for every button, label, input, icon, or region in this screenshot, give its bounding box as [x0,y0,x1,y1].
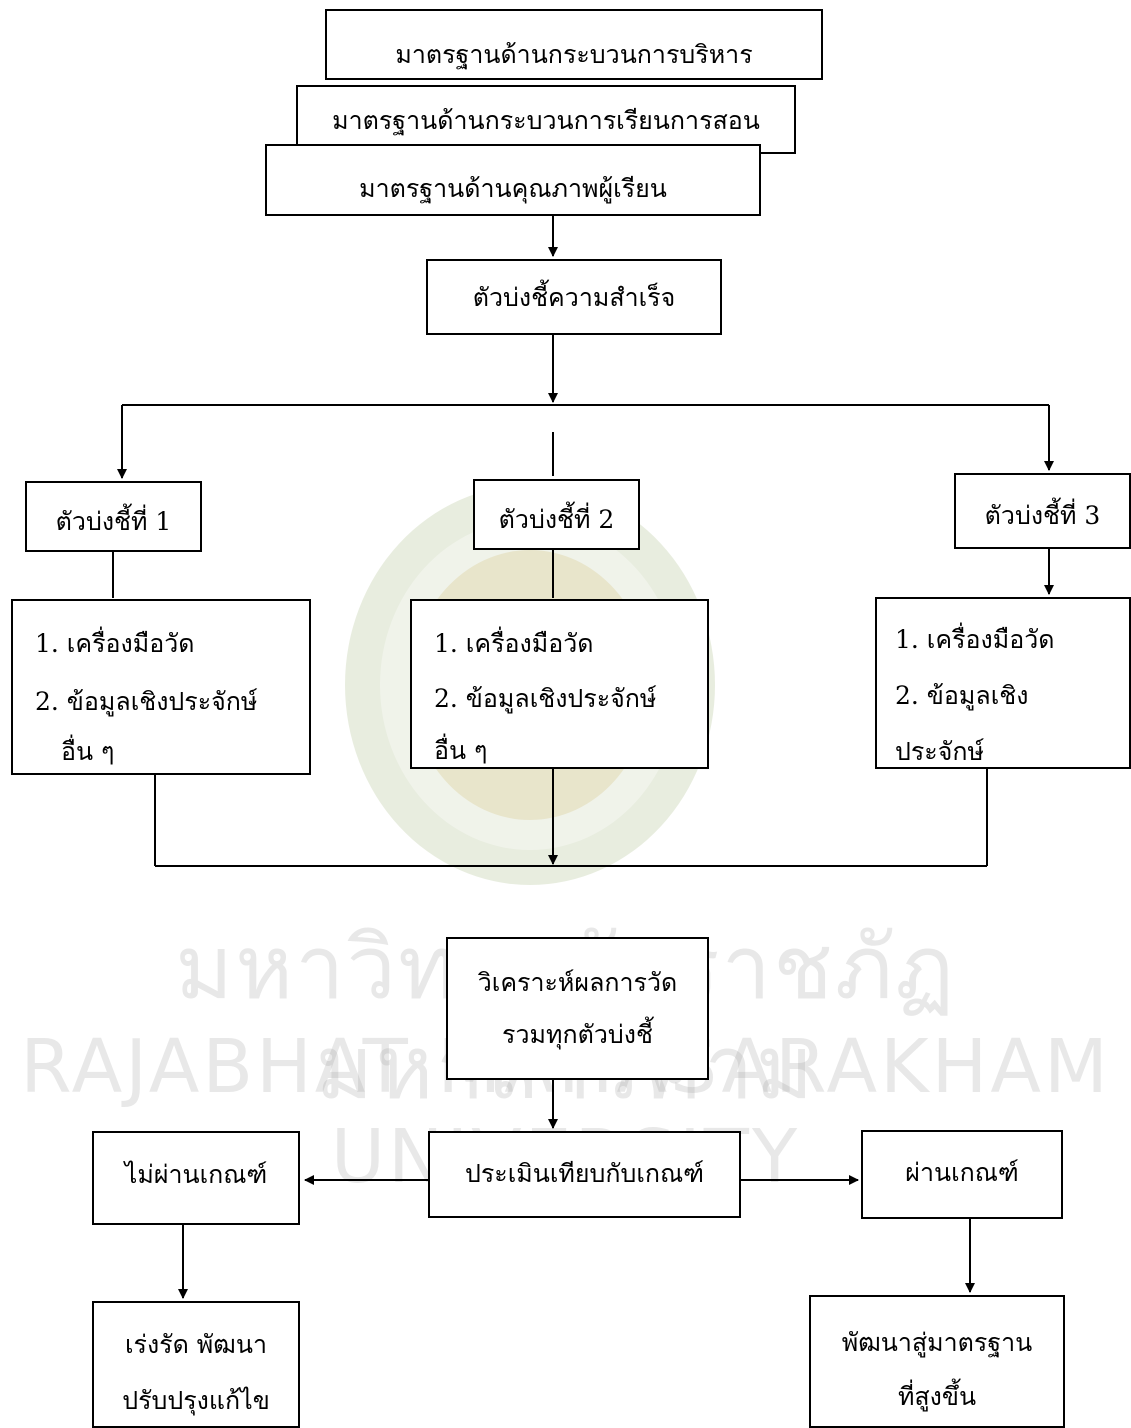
indicator-2-box: ตัวบ่งชี้ที่ 2 [473,479,640,550]
fail-box: ไม่ผ่านเกณฑ์ [92,1131,300,1225]
fail-action-box: เร่งรัด พัฒนา ปรับปรุงแก้ไข [92,1301,300,1428]
fail-action-line-2: ปรับปรุงแก้ไข [122,1386,270,1415]
indicator-3-item-3: ประจักษ์ [895,737,984,766]
indicator-2-item-3: อื่น ๆ [434,736,488,765]
pass-action-box: พัฒนาสู่มาตรฐาน ที่สูงขึ้น [809,1295,1065,1428]
analyze-line-2: รวมทุกตัวบ่งชี้ [502,1020,653,1049]
indicator-1-box: ตัวบ่งชี้ที่ 1 [25,481,202,552]
indicator-1-item-2: 2. ข้อมูลเชิงประจักษ์ [35,687,258,716]
indicator-1-item-3: อื่น ๆ [61,737,115,766]
indicator-1-detail-box: 1. เครื่องมือวัด 2. ข้อมูลเชิงประจักษ์ อ… [11,599,311,775]
evaluate-box: ประเมินเทียบกับเกณฑ์ [428,1131,741,1218]
fail-action-line-1: เร่งรัด พัฒนา [125,1330,267,1359]
evaluate-label: ประเมินเทียบกับเกณฑ์ [464,1159,704,1188]
indicator-2-item-1: 1. เครื่องมือวัด [434,629,594,658]
indicator-3-box: ตัวบ่งชี้ที่ 3 [954,473,1131,549]
standard-teaching-box: มาตรฐานด้านกระบวนการเรียนการสอน [296,85,796,154]
success-indicators-box: ตัวบ่งชี้ความสำเร็จ [426,259,722,335]
indicator-3-item-2: 2. ข้อมูลเชิง [895,681,1029,710]
standard-learner-box: มาตรฐานด้านคุณภาพผู้เรียน [265,144,761,216]
standard-admin-box: มาตรฐานด้านกระบวนการบริหาร [325,9,823,80]
analyze-box: วิเคราะห์ผลการวัด รวมทุกตัวบ่งชี้ [446,937,709,1080]
indicator-2-detail-box: 1. เครื่องมือวัด 2. ข้อมูลเชิงประจักษ์ อ… [410,599,709,769]
indicator-2-item-2: 2. ข้อมูลเชิงประจักษ์ [434,684,657,713]
standard-teaching-label: มาตรฐานด้านกระบวนการเรียนการสอน [332,106,760,135]
standard-learner-label: มาตรฐานด้านคุณภาพผู้เรียน [359,174,667,203]
pass-label: ผ่านเกณฑ์ [905,1158,1019,1187]
indicator-3-item-1: 1. เครื่องมือวัด [895,625,1055,654]
pass-action-line-2: ที่สูงขึ้น [897,1382,977,1411]
indicator-2-label: ตัวบ่งชี้ที่ 2 [498,505,615,534]
indicator-1-item-1: 1. เครื่องมือวัด [35,629,195,658]
fail-label: ไม่ผ่านเกณฑ์ [124,1160,268,1189]
success-indicators-label: ตัวบ่งชี้ความสำเร็จ [472,283,676,312]
pass-box: ผ่านเกณฑ์ [861,1130,1063,1219]
indicator-1-label: ตัวบ่งชี้ที่ 1 [55,507,172,536]
analyze-line-1: วิเคราะห์ผลการวัด [477,968,678,997]
indicator-3-label: ตัวบ่งชี้ที่ 3 [984,501,1101,530]
pass-action-line-1: พัฒนาสู่มาตรฐาน [841,1328,1033,1357]
standard-admin-label: มาตรฐานด้านกระบวนการบริหาร [395,40,753,69]
indicator-3-detail-box: 1. เครื่องมือวัด 2. ข้อมูลเชิง ประจักษ์ [875,597,1131,769]
